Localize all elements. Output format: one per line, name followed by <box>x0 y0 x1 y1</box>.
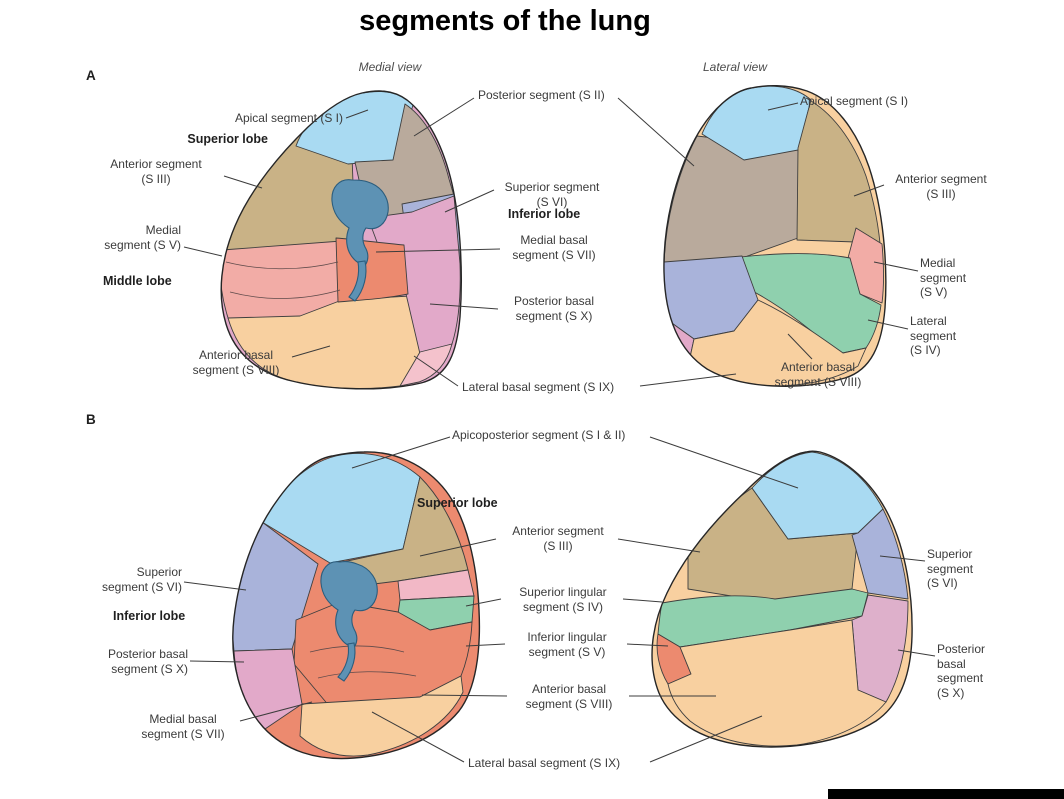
leader-line <box>183 581 247 591</box>
lateral-view-caption: Lateral view <box>702 60 768 74</box>
leader-line <box>897 649 936 657</box>
leader-line <box>419 538 497 557</box>
lung-b-lateral <box>652 451 913 747</box>
label-medial-basal-b: Medial basal segment (S VII) <box>141 712 225 741</box>
label-superior-segment-b-left: Superior segment (S VI) <box>101 565 182 594</box>
segment-a-medial-lateral-basal-s9 <box>399 343 453 387</box>
label-anterior-segment-medial: Anterior segment (S III) <box>110 157 202 186</box>
hilum-b-stem <box>337 642 356 682</box>
label-lateral-segment: Lateral segment (S IV) <box>910 314 957 358</box>
label-apical-segment-medial: Apical segment (S I) <box>234 111 343 125</box>
leader-line <box>626 643 669 647</box>
label-inferior-lobe-b: Inferior lobe <box>113 609 186 623</box>
leader-line <box>787 333 813 360</box>
lung-a-lateral-outline <box>663 85 887 387</box>
leader-line <box>421 694 508 697</box>
segment-a-lateral-lateral-s4 <box>715 253 882 355</box>
segment-b-lateral-anterior-basal-s8 <box>667 619 887 747</box>
label-lateral-basal-a: Lateral basal segment (S IX) <box>462 380 615 394</box>
leader-line <box>639 373 737 387</box>
leader-line <box>413 355 459 387</box>
segment-b-lateral-superior-lingular-s4 <box>657 588 869 648</box>
segment-a-medial-medial-basal-s7 <box>335 237 409 303</box>
lung-b-lateral-outline <box>651 450 913 748</box>
label-anterior-basal-lateral: Anterior basal segment (S VIII) <box>774 360 862 389</box>
leader-line <box>649 436 799 489</box>
hilum-a <box>331 179 389 265</box>
leader-line <box>767 102 799 111</box>
label-anterior-segment-lateral: Anterior segment (S III) <box>895 172 987 201</box>
bottom-bar <box>828 789 1064 799</box>
label-apical-segment-lateral: Apical segment (S I) <box>800 94 909 108</box>
fissure-line <box>229 289 341 299</box>
label-anterior-basal-b: Anterior basal segment (S VIII) <box>525 682 613 711</box>
label-superior-lobe-a: Superior lobe <box>187 132 268 146</box>
leader-line <box>371 711 465 763</box>
label-middle-lobe: Middle lobe <box>103 274 172 288</box>
fissure-line <box>225 261 339 270</box>
label-superior-segment-a: Superior segment (S VI) <box>504 180 600 209</box>
leader-line <box>375 248 501 253</box>
leader-line <box>867 319 909 330</box>
leader-line <box>351 436 451 469</box>
label-medial-basal-a: Medial basal segment (S VII) <box>512 233 596 262</box>
label-inferior-lingular: Inferior lingular segment (S V) <box>527 630 607 659</box>
leader-line <box>879 555 926 562</box>
leader-lines <box>183 97 936 763</box>
label-anterior-segment-b: Anterior segment (S III) <box>512 524 604 553</box>
label-superior-segment-b-right: Superior segment (S VI) <box>927 547 974 591</box>
hilum-b <box>320 561 378 647</box>
label-posterior-basal-b-right: Posterior basal segment (S X) <box>937 642 986 700</box>
leader-line <box>617 538 701 553</box>
leader-line <box>291 345 331 358</box>
segment-b-lateral-superior-s6 <box>851 508 909 600</box>
panel-b-letter: B <box>86 412 96 427</box>
label-superior-lingular: Superior lingular segment (S IV) <box>519 585 607 614</box>
leader-line <box>345 109 369 119</box>
leader-line <box>183 246 223 257</box>
leader-line <box>873 261 919 272</box>
leader-line <box>429 303 499 310</box>
label-anterior-basal-medial: Anterior basal segment (S VIII) <box>192 348 280 377</box>
lung-a-medial-outline <box>220 90 462 390</box>
segment-b-lateral-apicoposterior-s12 <box>751 451 884 540</box>
label-medial-segment-medial: Medial segment (S V) <box>104 223 181 252</box>
label-medial-segment-lateral: Medial segment (S V) <box>920 256 967 300</box>
leader-line <box>189 660 245 663</box>
leader-line <box>444 189 495 213</box>
label-inferior-lobe-a: Inferior lobe <box>508 207 581 221</box>
label-apicoposterior-segment: Apicoposterior segment (S I & II) <box>452 428 626 442</box>
leader-line <box>239 701 313 722</box>
label-posterior-basal-a: Posterior basal segment (S X) <box>513 294 595 323</box>
lung-b-medial-outline <box>232 451 481 760</box>
lung-a-lateral <box>663 85 886 387</box>
leader-line <box>413 97 475 137</box>
leader-line <box>622 598 663 603</box>
hilum-a-stem <box>348 260 367 302</box>
leader-line <box>853 184 885 197</box>
label-superior-lobe-b: Superior lobe <box>417 496 498 510</box>
label-lateral-basal-b: Lateral basal segment (S IX) <box>468 756 621 770</box>
leader-line <box>649 715 763 763</box>
fissure-line <box>309 645 405 653</box>
fissure-line <box>317 671 417 679</box>
label-posterior-segment: Posterior segment (S II) <box>478 88 605 102</box>
leader-line <box>617 97 695 167</box>
leader-line <box>465 643 506 647</box>
page-title: segments of the lung <box>359 5 651 37</box>
leader-line <box>223 175 263 189</box>
medial-view-caption: Medial view <box>358 60 422 74</box>
panel-a-letter: A <box>86 68 96 83</box>
segment-b-medial-anterior-basal-s8 <box>299 675 464 757</box>
label-posterior-basal-b-left: Posterior basal segment (S X) <box>107 647 188 676</box>
leader-line <box>465 598 502 607</box>
